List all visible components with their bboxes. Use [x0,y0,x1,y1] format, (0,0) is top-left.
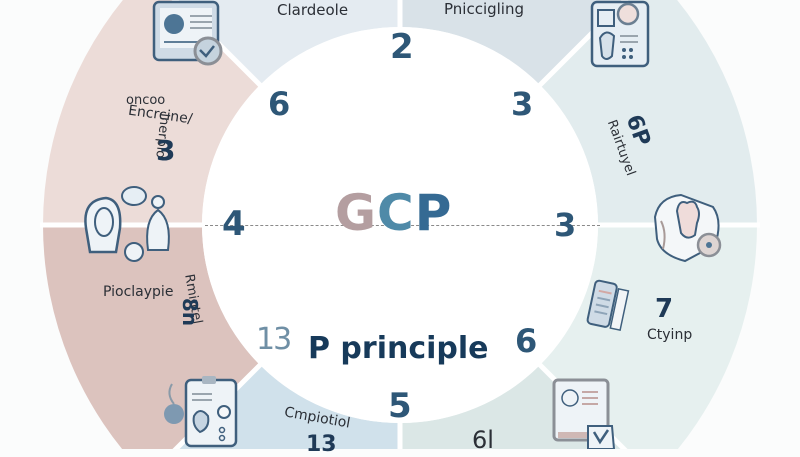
center-subtitle: P principle [308,331,489,366]
segment-top-right [400,0,625,85]
number-bottom-right-segment: 6l [472,426,494,454]
center-axis-line [205,225,600,226]
label-lower-left: Pioclaypie [103,284,174,300]
label-upper-left-line1: oncoo [126,93,166,108]
number-right-lower-segment: 7 [655,294,674,324]
number-upper-left-segment: 3 [156,134,176,167]
label-right-lower: Ctyinp [647,327,693,343]
title-letter-g: G [335,184,378,242]
certificate-tablet-icon [552,378,616,449]
number-upper-left: 6 [268,85,291,123]
number-lower-right: 6 [515,322,538,360]
center-title: GCP [335,188,452,238]
title-letter-p: P [414,184,453,242]
number-right: 3 [554,206,577,244]
label-top-right: Pniccigling [444,0,525,18]
number-left: 4 [222,204,246,244]
certificate-document-icon [152,0,223,66]
title-letter-c: C [377,184,415,242]
number-bottom-left-segment: 13 [306,432,337,457]
report-clipboard-icon [164,376,238,448]
test-tube-rack-icon [586,279,630,331]
label-top-left: Clardeole [277,1,349,19]
number-lower-left: 13 [256,322,292,357]
hand-protection-icon [653,193,722,263]
number-lower-left-segment: 8n [178,297,203,327]
number-upper-right: 3 [511,85,534,123]
segment-top-left [175,0,400,85]
doctor-patient-group-icon [84,186,170,262]
number-top: 2 [390,27,414,67]
number-bottom: 5 [388,386,412,426]
medical-clipboard-icon [590,0,650,68]
